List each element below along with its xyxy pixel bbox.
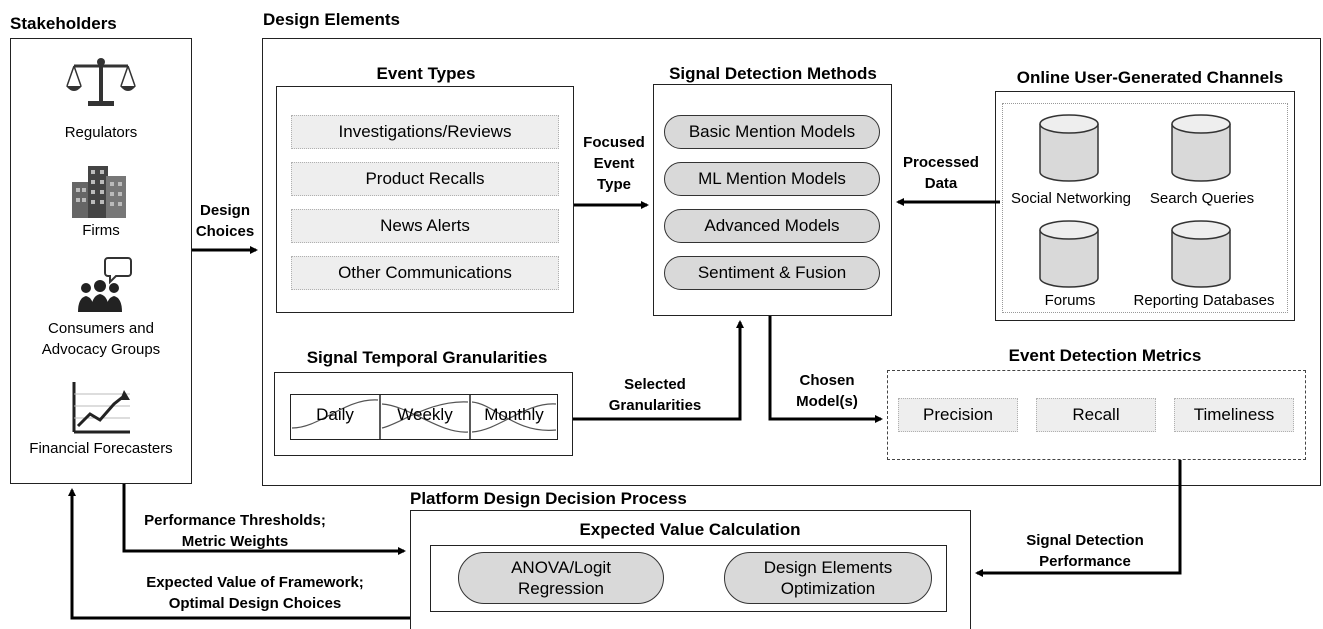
stakeholder-firms: Firms: [82, 222, 120, 239]
focused-line2: Event: [593, 155, 635, 172]
label-design-choices: Design Choices: [192, 200, 258, 242]
granularity-weekly: Weekly: [397, 405, 453, 424]
selected-line1: Selected: [624, 376, 686, 393]
granularity-strip: [290, 394, 558, 440]
method-basic-mention: Basic Mention Models: [664, 115, 880, 149]
label-selected-granularities: Selected Granularities: [590, 374, 720, 416]
method-sentiment-fusion: Sentiment & Fusion: [664, 256, 880, 290]
channel-forums: Forums: [1044, 292, 1096, 309]
anova-line1: ANOVA/Logit: [511, 558, 611, 577]
rising-chart-icon: [72, 382, 130, 434]
chosen-line2: Model(s): [796, 393, 858, 410]
database-icon: [1171, 220, 1231, 288]
metric-timeliness: Timeliness: [1174, 398, 1294, 432]
label-focused-event-type: Focused Event Type: [576, 132, 652, 195]
metric-precision: Precision: [898, 398, 1018, 432]
anova-line2: Regression: [518, 579, 604, 598]
channel-reporting-databases: Reporting Databases: [1133, 292, 1275, 309]
label-chosen-models: Chosen Model(s): [782, 370, 872, 412]
design-choices-line2: Choices: [195, 223, 255, 240]
processed-line1: Processed: [903, 154, 979, 171]
database-icon: [1039, 114, 1099, 182]
expected-line2: Optimal Design Choices: [168, 595, 342, 612]
performance-line1: Performance Thresholds;: [144, 512, 326, 529]
granularity-daily: Daily: [316, 405, 354, 424]
optimization-line1: Design Elements: [763, 558, 893, 577]
granularity-monthly: Monthly: [484, 405, 544, 424]
processed-line2: Data: [924, 175, 958, 192]
performance-line2: Metric Weights: [181, 533, 289, 550]
label-performance-thresholds: Performance Thresholds; Metric Weights: [120, 510, 350, 552]
granularities-box: [274, 372, 573, 456]
method-advanced: Advanced Models: [664, 209, 880, 243]
signal-methods-title: Signal Detection Methods: [669, 64, 877, 83]
metrics-title: Event Detection Metrics: [1008, 346, 1202, 365]
stakeholder-consumers-line1: Consumers and: [48, 320, 154, 337]
metric-recall: Recall: [1036, 398, 1156, 432]
expected-line1: Expected Value of Framework;: [146, 574, 364, 591]
sdp-line2: Performance: [1039, 553, 1131, 570]
event-type-investigations: Investigations/Reviews: [291, 115, 559, 149]
stakeholders-panel: [10, 38, 192, 484]
stakeholders-title: Stakeholders: [10, 14, 117, 33]
event-type-news-alerts: News Alerts: [291, 209, 559, 243]
channels-title: Online User-Generated Channels: [1016, 68, 1284, 87]
method-ml-mention: ML Mention Models: [664, 162, 880, 196]
granularity-waves: [291, 394, 557, 440]
sdp-line1: Signal Detection: [1026, 532, 1144, 549]
label-signal-detection-performance: Signal Detection Performance: [1000, 530, 1170, 572]
scales-icon: [66, 58, 136, 106]
event-type-other-communications: Other Communications: [291, 256, 559, 290]
channel-search-queries: Search Queries: [1149, 190, 1255, 207]
focused-line1: Focused: [583, 134, 645, 151]
database-icon: [1171, 114, 1231, 182]
stakeholder-financial-forecasters: Financial Forecasters: [29, 440, 173, 457]
buildings-icon: [72, 166, 126, 218]
database-icon: [1039, 220, 1099, 288]
chosen-line1: Chosen: [799, 372, 855, 389]
event-types-title: Event Types: [376, 64, 476, 83]
design-choices-line1: Design: [199, 202, 250, 219]
metrics-box: [887, 370, 1306, 460]
stakeholder-regulators: Regulators: [64, 124, 138, 141]
event-type-product-recalls: Product Recalls: [291, 162, 559, 196]
selected-line2: Granularities: [608, 397, 702, 414]
granularities-title: Signal Temporal Granularities: [306, 348, 548, 367]
channel-social-networking: Social Networking: [1010, 190, 1132, 207]
people-speech-icon: [78, 257, 132, 312]
channels-inner: [1002, 103, 1288, 313]
stakeholder-consumers-line2: Advocacy Groups: [41, 341, 161, 358]
design-elements-title: Design Elements: [263, 10, 400, 29]
decision-process-title: Platform Design Decision Process: [410, 489, 687, 508]
expected-value-title: Expected Value Calculation: [579, 520, 801, 539]
label-processed-data: Processed Data: [896, 152, 986, 194]
optimization-line2: Optimization: [780, 579, 876, 598]
label-expected-value-framework: Expected Value of Framework; Optimal Des…: [130, 572, 380, 614]
focused-line3: Type: [597, 176, 631, 193]
